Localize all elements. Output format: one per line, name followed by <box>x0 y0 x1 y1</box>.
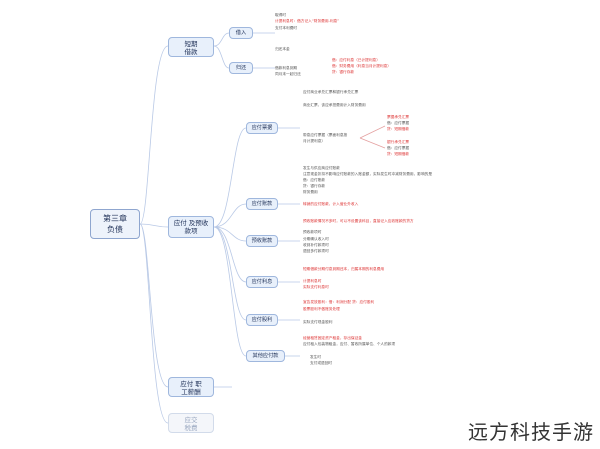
node-label: 其他应付款 <box>252 353 279 359</box>
leaf-text: 银行承兑汇票 <box>387 140 410 144</box>
node-label: 应付账款 <box>251 201 273 207</box>
leaf-text: 退回多付款项时 <box>303 249 329 253</box>
leaf-text: 带息应付票据（票面利息按 <box>303 133 348 137</box>
leaf-text: 归还本金 <box>275 47 290 51</box>
watermark: 远方科技手游 <box>468 420 594 444</box>
leaf-text: 收到补付款项时 <box>303 243 329 247</box>
node-label: 借入 <box>235 30 247 36</box>
leaf-text: 股票股利不做账务处理 <box>303 307 340 311</box>
node-label: 应付利息 <box>251 279 273 285</box>
node-other-payables[interactable]: 其他应付款 <box>246 350 285 362</box>
leaf-text: 预收账款情况不多时，可以不设置该科目，直接记入应收账款的贷方 <box>303 219 414 223</box>
leaf-text: 短期借款分期付息到期还本，归属本期的利息费用 <box>303 267 385 271</box>
leaf-text: 应付租入包装物租金，应付、暂收所属单位、个人的款项 <box>303 342 396 346</box>
branch-employee-pay[interactable]: 应付 职工薪酬 <box>168 377 214 397</box>
leaf-text: 发生与供应商应付账款 <box>303 166 340 170</box>
leaf-text: 预收款项时 <box>303 230 322 234</box>
leaf-text: 借：财务费用（利息当月计提利息） <box>332 64 391 68</box>
branch-short-term-loan[interactable]: 短期 借款 <box>168 37 214 57</box>
leaf-text: 支付本利费时 <box>275 26 298 30</box>
leaf-text: 贷：银行存款 <box>303 184 326 188</box>
root-node[interactable]: 第三章 负债 <box>90 209 140 239</box>
node-label: 预收账款 <box>251 238 273 244</box>
leaf-text: 贷：短期借款 <box>387 127 410 131</box>
node-repay[interactable]: 归还 <box>229 62 253 74</box>
leaf-text: 贷：银行存款 <box>332 70 355 74</box>
leaf-text: 宣告发放股利：借：利润分配 贷：应付股利 <box>303 300 375 304</box>
root-label: 第三章 负债 <box>103 214 127 234</box>
leaf-text: 借：应付账款 <box>303 178 326 182</box>
branch-label: 应交 税费 <box>184 416 198 432</box>
leaf-text: 实际支付利息时 <box>303 285 329 289</box>
node-dividends-payable[interactable]: 应付股利 <box>246 314 278 326</box>
leaf-text: 转销的应付账款，计入营业外收入 <box>303 202 359 206</box>
leaf-text: 借：应付利息（已计提利息） <box>332 58 380 62</box>
branch-payables[interactable]: 应付 及预收款项 <box>168 216 214 238</box>
node-notes-payable[interactable]: 应付票据 <box>246 122 278 134</box>
branch-label: 应付 职工薪酬 <box>180 380 202 396</box>
leaf-text: 借：应付票据 <box>387 121 410 125</box>
branch-label: 应付 及预收款项 <box>173 219 209 235</box>
leaf-text: 票据承兑汇票 <box>387 115 410 119</box>
leaf-text: 借：应付票据 <box>387 146 410 150</box>
leaf-text: 计提利息时 <box>303 279 322 283</box>
leaf-text: 取得时 <box>275 13 287 17</box>
leaf-text: 借款利息到期 <box>275 66 298 70</box>
leaf-text: 月计提利息） <box>303 139 326 143</box>
leaf-text: 注意现金折扣不影响应付账款的入账金额，实际发生时冲减财务费用，影响的是 <box>303 172 433 176</box>
node-advance-receipts[interactable]: 预收账款 <box>246 235 278 247</box>
leaf-text: 支付或退回时 <box>310 361 333 365</box>
branch-label: 短期 借款 <box>184 40 198 56</box>
node-label: 应付票据 <box>251 125 273 131</box>
leaf-text: 经营租赁固定资产租金，存出保证金 <box>303 336 362 340</box>
leaf-text: 应付商业承兑汇票和银行承兑汇票 <box>303 90 359 94</box>
node-label: 应付股利 <box>251 317 273 323</box>
leaf-text: 贷：短期借款 <box>387 152 410 156</box>
branch-taxes[interactable]: 应交 税费 <box>168 413 214 433</box>
node-interest-payable[interactable]: 应付利息 <box>246 276 278 288</box>
leaf-text: 发生时 <box>310 355 322 359</box>
leaf-text: 分期确认收入时 <box>303 237 329 241</box>
leaf-text: 计提利息时：借方记入“财务费用-利息” <box>275 19 340 23</box>
node-borrow[interactable]: 借入 <box>229 27 253 39</box>
node-accounts-payable[interactable]: 应付账款 <box>246 198 278 210</box>
leaf-text: 实际支付现金股利 <box>303 320 333 324</box>
leaf-text: 商业汇票，该应承担费用计入财务费用 <box>303 103 366 107</box>
leaf-text: 同月末一起归还 <box>275 72 301 76</box>
node-label: 归还 <box>235 65 247 71</box>
leaf-text: 财务费用 <box>303 190 318 194</box>
